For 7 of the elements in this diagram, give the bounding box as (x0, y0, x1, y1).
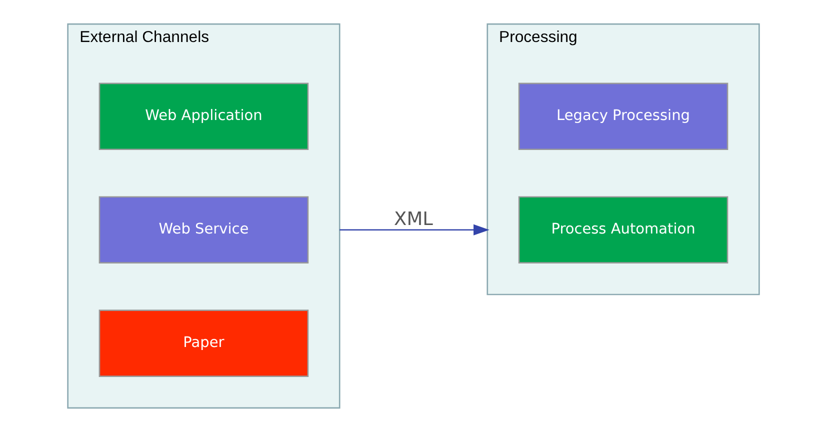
node-box: Process Automation (518, 196, 728, 264)
arrow (339, 224, 489, 236)
node-box: Web Application (98, 82, 308, 150)
node-box: Paper (98, 310, 308, 377)
edge-label: XML (394, 208, 432, 230)
node-box: Legacy Processing (518, 82, 728, 150)
node-box: Web Service (98, 196, 308, 264)
